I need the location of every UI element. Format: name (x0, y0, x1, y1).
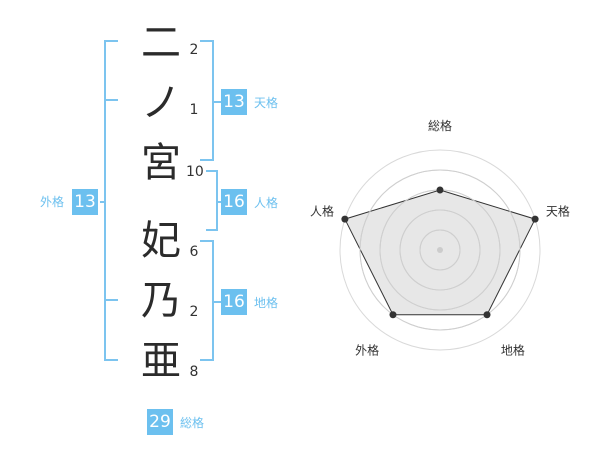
radar-ring-overlay-2 (399, 209, 481, 291)
name-char-3: 宮 (141, 140, 181, 186)
name-char-4: 妃 (141, 218, 181, 264)
chikaku-label: 地格 (254, 296, 279, 310)
radar-point-4 (389, 311, 397, 319)
radar-point-1 (436, 186, 444, 194)
jinkaku-bracket (206, 170, 218, 231)
stroke-count-3: 10 (186, 164, 204, 180)
name-char-2: ノ (141, 80, 181, 126)
soukaku-label: 総格 (180, 416, 205, 430)
chikaku-bracket (200, 240, 214, 361)
name-char-1: 二 (141, 20, 181, 66)
stroke-count-5: 2 (189, 304, 199, 320)
name-char-5: 乃 (141, 278, 181, 324)
gaikaku-bracket-tick-top (106, 99, 118, 101)
gaikaku-bracket-tick-bottom (106, 299, 118, 301)
soukaku-badge: 29 (147, 409, 173, 435)
jinkaku-bracket-connector (218, 201, 222, 203)
gaikaku-badge: 13 (72, 189, 98, 215)
radar-axis-label-3: 地格 (501, 342, 525, 357)
stroke-count-4: 6 (189, 244, 199, 260)
stroke-count-6: 8 (189, 364, 199, 380)
gaikaku-bracket-connector (100, 201, 106, 203)
tenkaku-badge: 13 (221, 89, 247, 115)
stroke-count-1: 2 (189, 42, 199, 58)
radar-axis-label-5: 人格 (310, 204, 334, 219)
radar-center-dot (437, 247, 443, 253)
stroke-count-2: 1 (189, 102, 199, 118)
gaikaku-bracket (104, 40, 118, 361)
jinkaku-badge: 16 (221, 189, 247, 215)
tenkaku-bracket (200, 40, 214, 161)
chikaku-badge: 16 (221, 289, 247, 315)
jinkaku-label: 人格 (254, 196, 279, 210)
radar-axis-label-2: 天格 (546, 204, 570, 219)
radar-point-2 (531, 215, 539, 223)
radar-point-5 (341, 215, 349, 223)
radar-ring-overlay-4 (359, 169, 521, 331)
radar-axis-label-4: 外格 (355, 342, 379, 357)
tenkaku-label: 天格 (254, 96, 279, 110)
radar-axis-label-1: 総格 (428, 118, 452, 133)
gaikaku-label: 外格 (40, 195, 65, 209)
chikaku-bracket-connector (214, 301, 222, 303)
radar-point-3 (483, 311, 491, 319)
radar-ring-overlay-1 (419, 229, 461, 271)
tenkaku-bracket-connector (214, 101, 222, 103)
name-char-6: 亜 (141, 338, 181, 384)
